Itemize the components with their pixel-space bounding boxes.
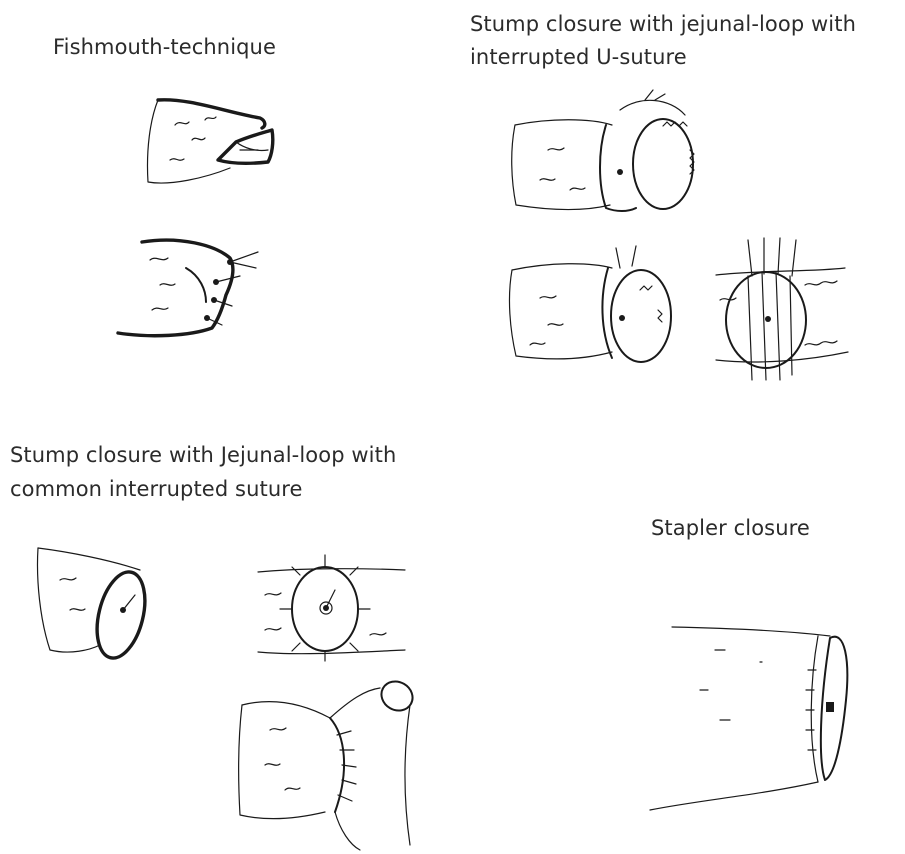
- common-suture-sutured-drawing: [239, 676, 418, 850]
- u-suture-loop-drawing: [512, 90, 694, 211]
- u-suture-closed-drawing: [509, 246, 671, 362]
- common-suture-jejunal-loop-drawing: [258, 555, 405, 661]
- u-suture-jejunal-view-drawing: [716, 238, 848, 380]
- fishmouth-open-stump-drawing: [147, 100, 272, 183]
- fishmouth-sutured-drawing: [118, 240, 258, 336]
- common-suture-stump-drawing: [38, 548, 153, 663]
- stapler-closure-drawing: [650, 627, 847, 810]
